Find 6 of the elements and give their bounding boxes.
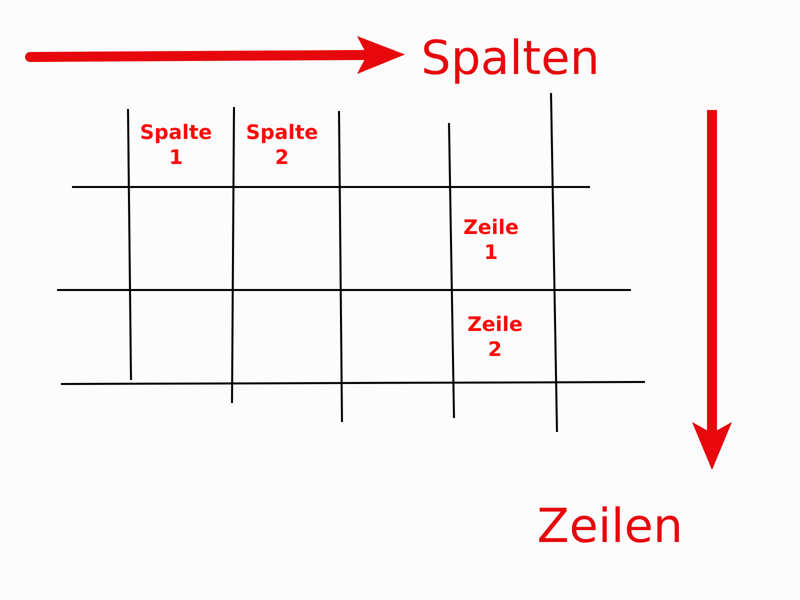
- column-label: Spalte 2: [244, 120, 320, 170]
- row-label: Zeile 2: [466, 312, 524, 362]
- direction-label: Spalten: [421, 35, 600, 82]
- column-label: Spalte 1: [138, 120, 214, 170]
- direction-label: Zeilen: [537, 503, 683, 550]
- row-label: Zeile 1: [462, 215, 520, 265]
